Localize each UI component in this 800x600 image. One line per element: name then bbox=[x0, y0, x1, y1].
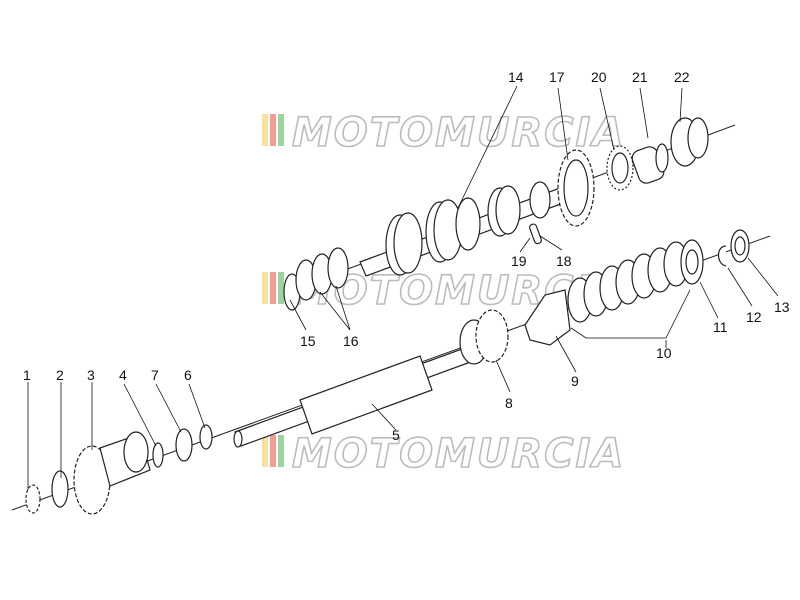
callout-10: 10 bbox=[656, 345, 672, 361]
layshaft-gear-cluster bbox=[385, 181, 551, 276]
gear-teeth bbox=[475, 309, 509, 363]
leader-6 bbox=[188, 383, 206, 429]
callout-19: 19 bbox=[511, 253, 527, 269]
ring-4 bbox=[152, 442, 164, 468]
watermark-top: MOTOMURCIA bbox=[262, 109, 625, 157]
coupling-back bbox=[687, 117, 709, 159]
gear-17 bbox=[557, 149, 595, 227]
ring-7 bbox=[175, 428, 193, 462]
gear-ring bbox=[495, 185, 521, 235]
leader-17 bbox=[557, 87, 569, 161]
leader-20 bbox=[599, 87, 615, 151]
watermark-bottom: MOTOMURCIA bbox=[262, 430, 625, 478]
leader-12 bbox=[727, 267, 753, 307]
callout-7: 7 bbox=[151, 367, 159, 383]
cam-9 bbox=[524, 289, 571, 346]
washers-15-16 bbox=[283, 247, 349, 311]
spring-pin-18 bbox=[529, 223, 542, 245]
spring-10 bbox=[567, 241, 689, 323]
callout-13: 13 bbox=[774, 299, 790, 315]
callout-15: 15 bbox=[300, 333, 316, 349]
gear-hub-end bbox=[123, 431, 149, 473]
leader-22 bbox=[679, 87, 683, 123]
clip-12 bbox=[717, 245, 727, 267]
leader-14 bbox=[457, 85, 518, 209]
ring-6 bbox=[199, 424, 213, 450]
washer bbox=[327, 247, 349, 289]
leader-9 bbox=[555, 335, 577, 373]
washer-11 bbox=[680, 239, 704, 285]
leader-16a bbox=[319, 291, 351, 331]
watermark-text: MOTOMURCIA bbox=[292, 431, 625, 477]
circlip-1 bbox=[25, 484, 41, 514]
layshaft-assembly bbox=[283, 117, 736, 311]
washer-2 bbox=[51, 470, 69, 508]
callout-20: 20 bbox=[591, 69, 607, 85]
gear-ring bbox=[393, 212, 423, 274]
coupling-22 bbox=[670, 117, 709, 167]
shaft-end bbox=[233, 430, 243, 448]
gear-hub bbox=[563, 159, 589, 217]
callout-6: 6 bbox=[184, 367, 192, 383]
leader-19 bbox=[519, 237, 531, 253]
callout-17: 17 bbox=[549, 69, 565, 85]
leader-7 bbox=[155, 383, 182, 433]
gear-8 bbox=[459, 309, 509, 365]
gear-ring bbox=[455, 197, 481, 251]
mainshaft-5 bbox=[233, 345, 477, 448]
callout-8: 8 bbox=[505, 395, 513, 411]
ring-inner bbox=[734, 236, 746, 256]
bearing-inner bbox=[611, 152, 629, 184]
leader-lines bbox=[27, 85, 779, 490]
callout-22: 22 bbox=[674, 69, 690, 85]
leader-4 bbox=[123, 383, 157, 447]
callout-11: 11 bbox=[713, 319, 728, 335]
callout-1: 1 bbox=[23, 367, 31, 383]
washer-inner bbox=[685, 249, 699, 275]
callout-9: 9 bbox=[571, 373, 579, 389]
callout-4: 4 bbox=[119, 367, 127, 383]
leader-10 bbox=[570, 289, 691, 339]
leader-5 bbox=[371, 403, 397, 431]
callout-21: 21 bbox=[632, 69, 648, 85]
shaft-splines bbox=[299, 355, 433, 435]
callout-5: 5 bbox=[392, 427, 400, 443]
pin-body bbox=[529, 223, 542, 245]
cam-body bbox=[524, 289, 571, 346]
callout-18: 18 bbox=[556, 253, 572, 269]
gear-ring bbox=[529, 181, 551, 219]
leader-8 bbox=[495, 359, 511, 393]
mainshaft-assembly bbox=[11, 229, 771, 515]
callout-labels: 1 2 3 4 5 6 7 8 9 10 11 12 13 14 15 16 1… bbox=[23, 69, 790, 443]
leader-18 bbox=[539, 235, 563, 251]
leader-15 bbox=[289, 299, 307, 331]
leader-21 bbox=[639, 87, 649, 139]
ring-13 bbox=[730, 229, 750, 263]
callout-2: 2 bbox=[56, 367, 64, 383]
leader-13 bbox=[747, 257, 779, 297]
callout-12: 12 bbox=[746, 309, 762, 325]
bush-21 bbox=[631, 143, 669, 184]
needle-bearing-20 bbox=[606, 145, 634, 191]
gear-3 bbox=[73, 431, 151, 515]
leader-11 bbox=[699, 281, 719, 319]
callout-16: 16 bbox=[343, 333, 359, 349]
callout-14: 14 bbox=[508, 69, 524, 85]
callout-3: 3 bbox=[87, 367, 95, 383]
leader-16b bbox=[335, 285, 351, 331]
watermark-text: MOTOMURCIA bbox=[292, 110, 625, 156]
bush-end bbox=[655, 143, 669, 173]
